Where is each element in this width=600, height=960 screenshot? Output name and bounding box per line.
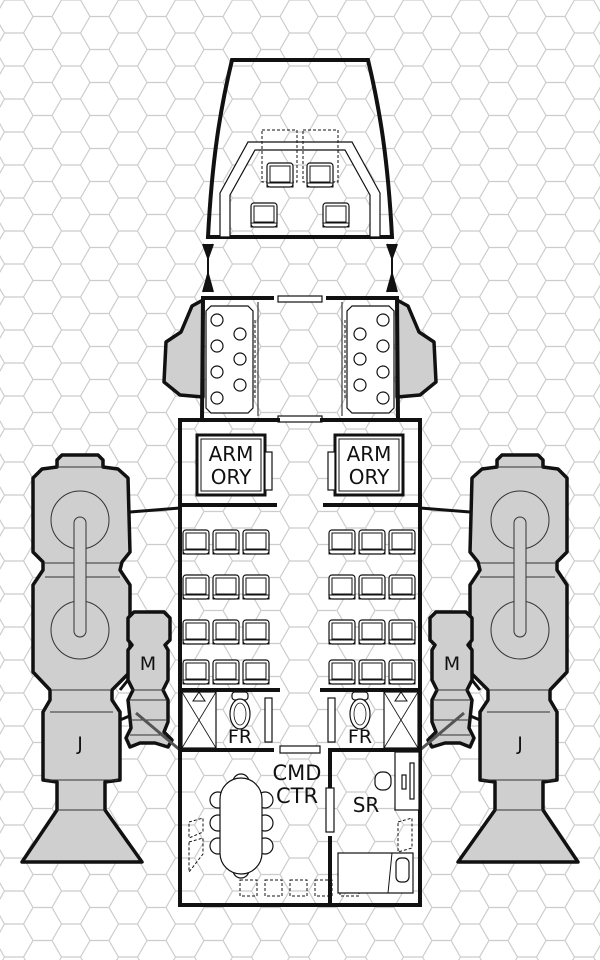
cockpit-seat	[250, 202, 278, 228]
cockpit-seat	[322, 202, 350, 228]
passenger-seat	[212, 529, 240, 555]
passenger-seat	[358, 529, 386, 555]
passenger-seat	[212, 659, 240, 685]
door-stateroom[interactable]	[325, 787, 335, 833]
command-center: CMD CTR	[188, 761, 360, 897]
fresher-right-label: FR	[348, 726, 372, 748]
passenger-seat	[242, 529, 270, 555]
passenger-seat	[182, 659, 210, 685]
passenger-seat	[388, 529, 416, 555]
copilot-seat	[306, 162, 334, 188]
passenger-seat	[358, 574, 386, 600]
passenger-seat	[358, 619, 386, 645]
passenger-seat	[242, 659, 270, 685]
maneuver-drive-left-label: M	[140, 653, 156, 675]
passenger-seat	[212, 574, 240, 600]
maneuver-drive-right-label: M	[444, 653, 460, 675]
passenger-seat	[328, 574, 356, 600]
svg-text:ARM: ARM	[209, 442, 254, 466]
hull-wall	[178, 418, 422, 907]
jump-drive-right-label: J	[516, 733, 523, 755]
passenger-seat	[182, 619, 210, 645]
jump-drive-left-label: J	[76, 733, 83, 755]
passenger-seat	[328, 659, 356, 685]
door-hull[interactable]	[277, 415, 323, 423]
conference-table	[219, 777, 263, 875]
svg-text:CMD: CMD	[273, 761, 322, 785]
passenger-seat	[388, 659, 416, 685]
door-upper[interactable]	[277, 295, 323, 303]
armory-right: ARM ORY	[327, 433, 405, 497]
passenger-seat	[328, 529, 356, 555]
cockpit	[205, 58, 395, 239]
passenger-seat	[358, 659, 386, 685]
stateroom: SR	[337, 751, 420, 894]
passenger-seat	[182, 574, 210, 600]
svg-text:SR: SR	[353, 793, 380, 817]
svg-text:ARM: ARM	[347, 442, 392, 466]
pilot-seat	[266, 162, 294, 188]
fresher-left-label: FR	[228, 726, 252, 748]
passenger-seat	[328, 619, 356, 645]
svg-text:CTR: CTR	[276, 784, 318, 808]
passenger-seat	[388, 619, 416, 645]
passenger-seat	[212, 619, 240, 645]
passenger-seat	[182, 529, 210, 555]
door-cmd[interactable]	[279, 745, 321, 754]
passenger-seat	[242, 574, 270, 600]
svg-text:ORY: ORY	[211, 465, 252, 489]
armory-left: ARM ORY	[195, 433, 273, 497]
passenger-seat	[242, 619, 270, 645]
svg-text:ORY: ORY	[349, 465, 390, 489]
passenger-seat	[388, 574, 416, 600]
